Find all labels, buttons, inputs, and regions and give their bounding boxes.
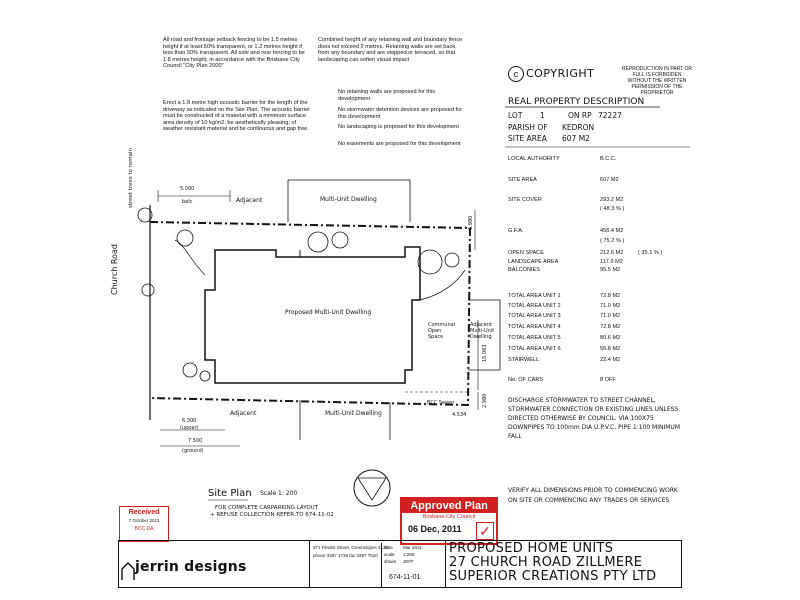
note-no-easements: No easements are proposed for this devel… (338, 141, 461, 147)
house-logo-icon (121, 561, 135, 581)
adjacent-right-label: Adjacent Multi-Unit Dwelling (470, 322, 495, 340)
title-block: jerrin designs 371 Flinder Street, Green… (118, 540, 682, 588)
project-title-line3: SUPERIOR CREATIONS PTY LTD (449, 569, 657, 584)
company-logo-text: jerrin designs (135, 559, 247, 575)
received-title: Received (128, 509, 160, 516)
dimension-top: 5.000 (180, 186, 195, 192)
table-row: ( 48.3 % ) (600, 206, 625, 212)
site-area-value: 607 M2 (562, 134, 590, 143)
check-icon: ✓ (476, 522, 494, 540)
table-row: G.F.A.456.4 M2 (508, 228, 624, 234)
drawing-number: 674-11-01 (389, 574, 421, 581)
note-no-stormwater: No stormwater detention devices are prop… (338, 107, 463, 120)
rp-value: 72227 (598, 111, 622, 120)
parish-label: PARISH OF (508, 123, 548, 132)
lot-label: LOT (508, 111, 523, 120)
project-title-line2: 27 CHURCH ROAD ZILLMERE (449, 555, 643, 570)
date-value: Mar 2011 (403, 545, 422, 550)
note-no-landscaping: No landscaping is proposed for this deve… (338, 124, 459, 130)
table-row: ( 75.2 % ) (600, 238, 625, 244)
proposed-dwelling-label: Proposed Multi-Unit Dwelling (285, 309, 372, 316)
rp-label: ON RP (568, 111, 592, 120)
received-date: 7 October 2011 (128, 518, 160, 523)
verify-dimensions-note: VERIFY ALL DIMENSIONS PRIOR TO COMMENCIN… (508, 487, 678, 504)
project-title-line1: PROPOSED HOME UNITS (449, 541, 614, 556)
drawn-value: JEFF (403, 559, 414, 564)
street-label: Church Road (110, 244, 119, 295)
adjacent-bottom-label: Adjacent (230, 410, 257, 417)
adjacent-top-label: Adjacent (236, 197, 263, 204)
copyright-icon: c (508, 66, 524, 82)
company-phone: phone 3397 1739 fax 3397 7520 (313, 553, 378, 558)
note-acoustic-barrier: Erect a 1.8 metre high acoustic barrier … (163, 100, 310, 133)
site-area-label: SITE AREA (508, 134, 547, 143)
scale-label: scale (384, 552, 395, 557)
site-plan-title: Site Plan (208, 488, 252, 499)
note-retaining-height: Combined height of any retaining wall an… (318, 37, 463, 63)
communal-open-space-label: Communal Open Space (428, 322, 456, 340)
approved-date: 06 Dec, 2011 (408, 524, 462, 534)
carparking-note: FOR COMPLETE CARPARKING LAYOUT (215, 505, 319, 511)
refuse-note: + REFUSE COLLECTION REFER TO 674-11-02 (210, 512, 334, 518)
company-address: 371 Flinder Street, Greenslopes 4120 (313, 545, 389, 550)
scale-value: 1:200 (403, 552, 415, 557)
ground-label: (ground) (182, 448, 204, 454)
parish-value: KEDRON (562, 123, 595, 132)
street-trees-note: street trees to remain (128, 147, 134, 208)
copyright-notice: REPRODUCTION IN PART OR FULL IS FORBIDDE… (622, 66, 693, 96)
balcony-label: balc (182, 199, 193, 205)
approved-plan-stamp: Approved Plan Brisbane City Council 06 D… (400, 497, 498, 545)
dimension-right-4: 1.980 (468, 215, 474, 230)
received-stamp: Received 7 October 2011 BCC DA (119, 506, 169, 542)
dwelling-top-label: Multi-Unit Dwelling (320, 196, 377, 203)
dimension-right-2: 15.083 (482, 344, 488, 363)
dimension-bottom-1: 6.300 (182, 418, 197, 424)
property-heading: REAL PROPERTY DESCRIPTION (508, 97, 645, 107)
stormwater-discharge-note: DISCHARGE STORMWATER TO STREET CHANNEL, … (508, 397, 681, 440)
dwelling-bottom-label: Multi-Unit Dwelling (325, 410, 382, 417)
upper-label: (upper) (180, 425, 199, 431)
dimension-right-1: 4.534 (452, 412, 467, 418)
date-label: date (384, 545, 393, 550)
dimension-bottom-2: 7.500 (188, 438, 203, 444)
note-fencing: All road and frontage setback fencing to… (163, 37, 305, 70)
note-no-retaining: No retaining walls are proposed for this… (338, 89, 436, 102)
copyright-label: COPYRIGHT (526, 67, 595, 80)
approved-council: Brisbane City Council (422, 514, 476, 520)
drawn-label: drawn (384, 559, 397, 564)
bcc-sewer-label: BCC Sewer (427, 400, 455, 406)
received-code: BCC DA (134, 526, 154, 532)
site-plan-scale: Scale 1: 200 (260, 490, 298, 497)
dimension-right-3: 2.980 (482, 393, 488, 408)
lot-value: 1 (540, 111, 545, 120)
approved-title: Approved Plan (402, 499, 496, 513)
